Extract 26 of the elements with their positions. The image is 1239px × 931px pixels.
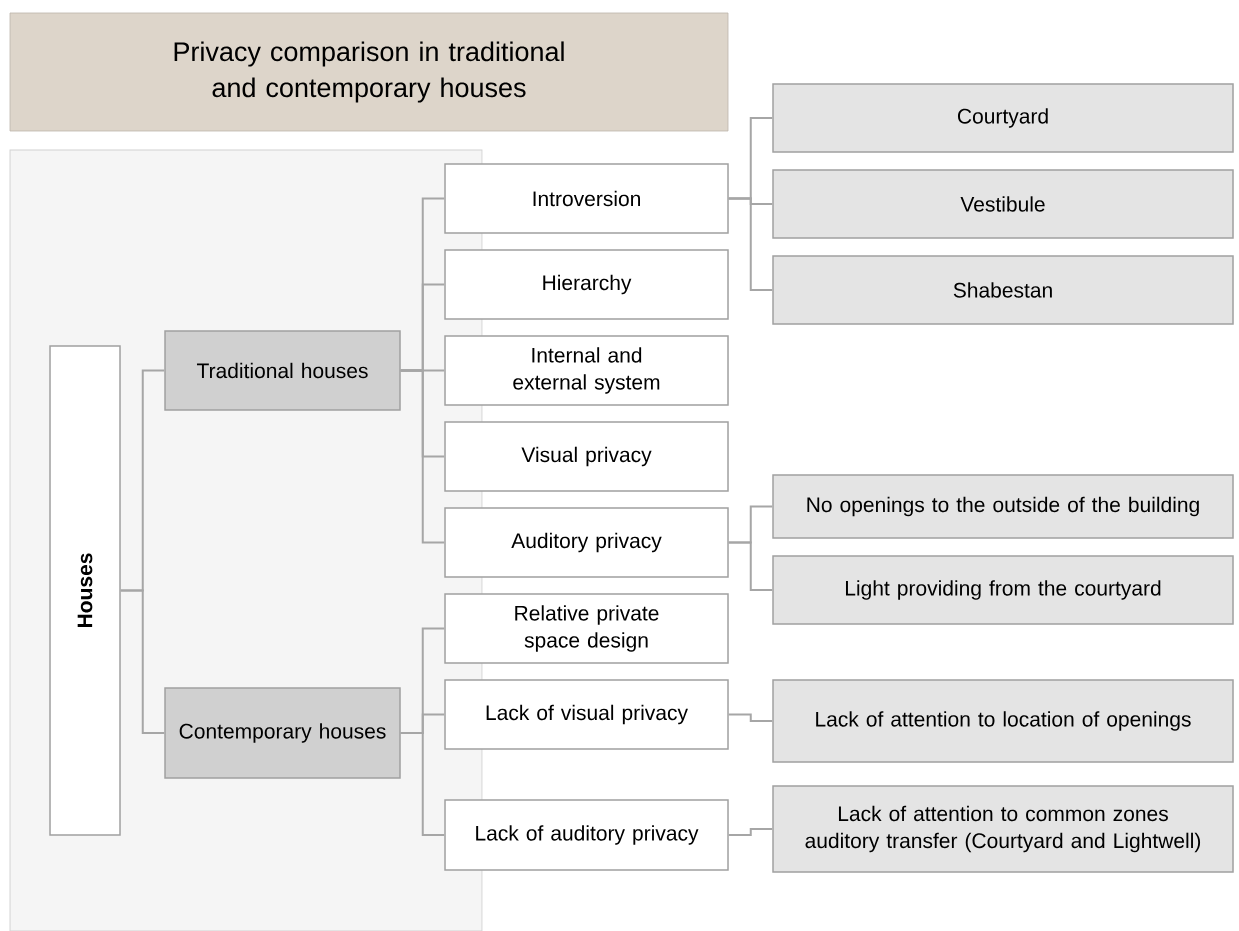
title-box: Privacy comparison in traditional and contemporary houses — [9, 12, 729, 132]
detail-box: Shabestan — [772, 255, 1234, 325]
root-box: Houses — [49, 345, 121, 836]
detail-box: Light providing from the courtyard — [772, 555, 1234, 625]
aspect-box: Lack of auditory privacy — [444, 799, 729, 871]
aspect-box: Visual privacy — [444, 421, 729, 492]
connector-line — [399, 732, 446, 836]
connector-line — [727, 541, 774, 591]
connector-line — [399, 369, 446, 544]
connector-line — [727, 828, 774, 836]
aspect-box: Internal and external system — [444, 335, 729, 406]
detail-box: No openings to the outside of the building — [772, 474, 1234, 539]
aspect-box: Introversion — [444, 163, 729, 234]
aspect-box: Relative private space design — [444, 593, 729, 664]
connector-line — [727, 197, 774, 291]
connector-line — [119, 589, 166, 734]
detail-box: Lack of attention to location of openings — [772, 679, 1234, 763]
detail-box: Courtyard — [772, 83, 1234, 153]
aspect-box: Auditory privacy — [444, 507, 729, 578]
connector-line — [727, 713, 774, 722]
category-box: Contemporary houses — [164, 687, 401, 779]
detail-box: Vestibule — [772, 169, 1234, 239]
aspect-box: Hierarchy — [444, 249, 729, 320]
detail-box: Lack of attention to common zones auditory transfer (Courtyard and Lightwell) — [772, 785, 1234, 873]
aspect-box: Lack of visual privacy — [444, 679, 729, 750]
category-box: Traditional houses — [164, 330, 401, 411]
